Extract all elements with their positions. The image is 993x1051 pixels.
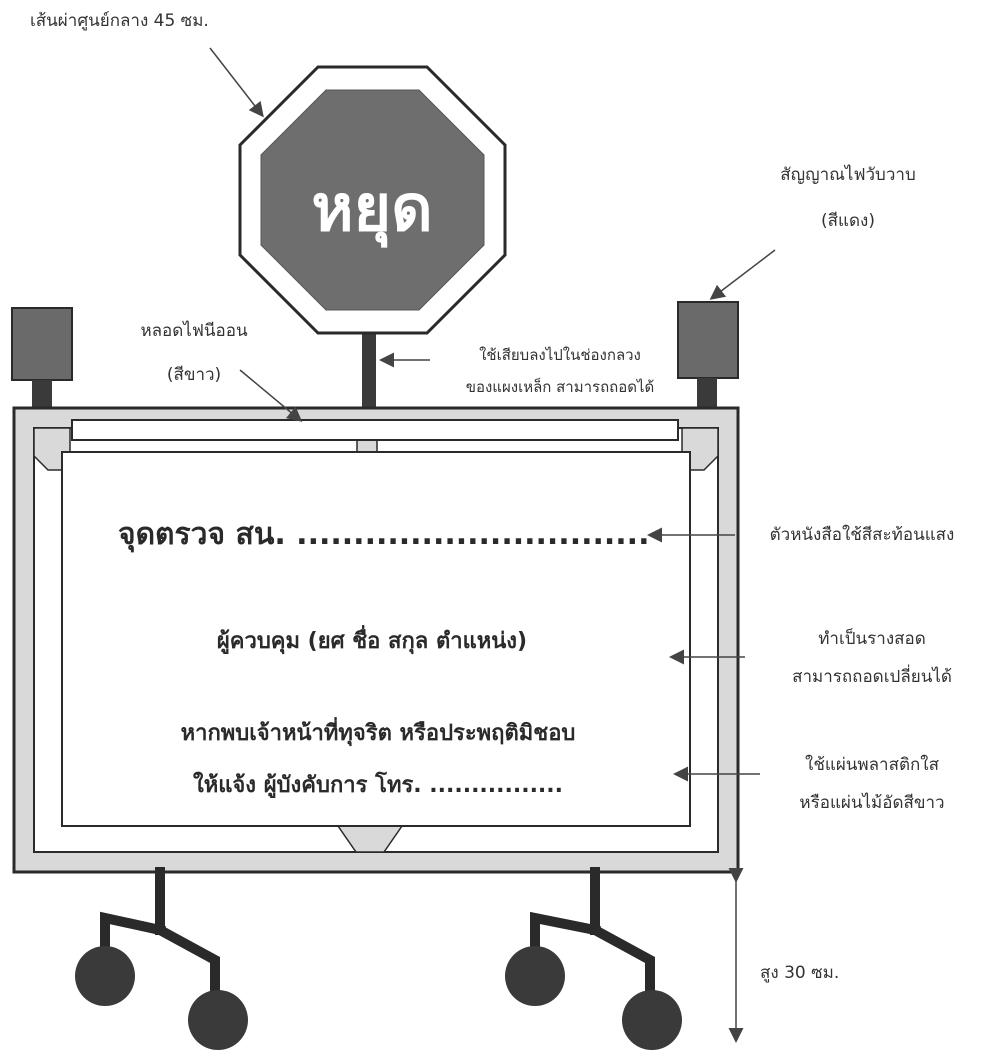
left-front-wheel [75,946,135,1006]
stop-sign-text: หยุด [311,172,432,248]
sign-line-supervisor: ผู้ควบคุม (ยศ ชื่อ สกุล ตำแหน่ง) [217,624,527,655]
arrow-flashing-light [709,249,776,300]
sign-line-report: ให้แจ้ง ผู้บังคับการ โทร. ..............… [193,771,563,799]
left-flashing-lamp [11,307,73,381]
arrow-diameter [209,47,264,118]
label-plastic-2: หรือแผ่นไม้อัดสีขาว [799,792,944,813]
stop-sign-pole [362,330,376,410]
right-lamp-post [697,378,717,410]
label-flashing-light-1: สัญญาณไฟวับวาบ [780,164,915,185]
label-pole-2: ของแผงเหล็ก สามารถถอดได้ [466,377,655,396]
label-stop-diameter: เส้นผ่าศูนย์กลาง 45 ซม. [30,11,209,31]
sign-line-checkpoint: จุดตรวจ สน. ............................… [118,517,649,553]
label-plastic-1: ใช้แผ่นพลาสติกใส [805,754,940,775]
right-back-wheel [622,990,682,1050]
left-lamp-post [32,380,52,410]
left-back-wheel [188,990,248,1050]
sign-line-corruption: หากพบเจ้าหน้าที่ทุจริต หรือประพฤติมิชอบ [181,716,576,747]
label-slot-1: ทำเป็นรางสอด [818,627,926,649]
right-front-wheel [505,946,565,1006]
neon-tube [71,419,679,441]
label-flashing-light-2: (สีแดง) [821,211,875,231]
label-neon-2: (สีขาว) [167,365,221,385]
label-neon-1: หลอดไฟนีออน [140,320,248,341]
label-pole-1: ใช้เสียบลงไปในช่องกลวง [479,346,641,364]
stop-sign-inner [260,89,485,311]
arrow-neon [239,369,303,422]
right-flashing-lamp [677,301,739,379]
label-reflective: ตัวหนังสือใช้สีสะท้อนแสง [770,524,955,545]
sign-panel [61,451,691,827]
label-height: สูง 30 ซม. [760,963,839,983]
label-slot-2: สามารถถอดเปลี่ยนได้ [792,664,952,687]
